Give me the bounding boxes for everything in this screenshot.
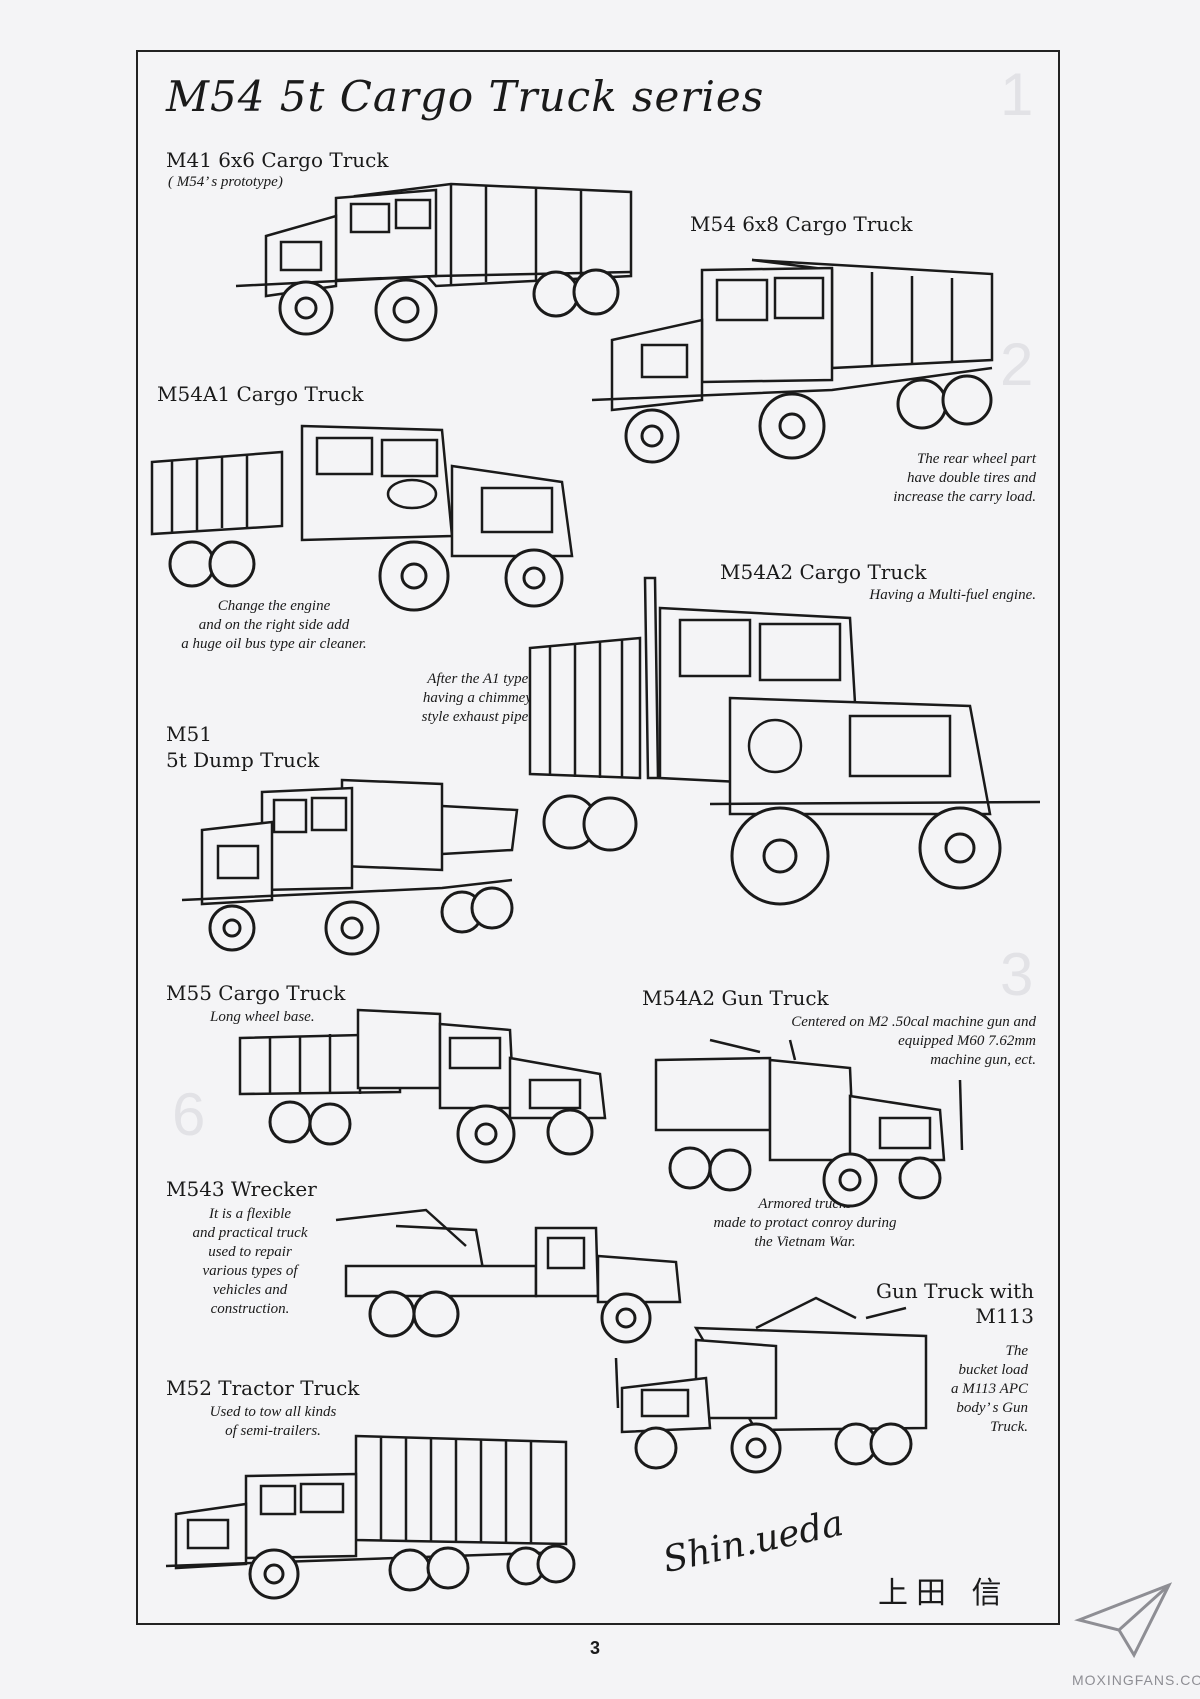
ghost-number-3: 3	[1000, 941, 1034, 1008]
page-title: M54 5t Cargo Truck series	[166, 72, 765, 121]
ghost-number-2: 2	[1000, 331, 1034, 398]
m54a2-heading: M54A2 Cargo Truck	[720, 560, 927, 584]
m55-truck-illustration	[238, 1008, 607, 1164]
artist-signature-kanji: 上田 信	[878, 1576, 1010, 1611]
gun-m113-heading-line2: M113	[975, 1304, 1034, 1328]
m41-subtitle: ( M54’ s prototype)	[168, 174, 283, 190]
gun-m113-heading-line1: Gun Truck with	[876, 1279, 1034, 1303]
m543-wrecker-illustration	[335, 1208, 682, 1344]
watermark-text: MOXINGFANS.COM	[1072, 1672, 1200, 1688]
m54a2-gun-truck-illustration	[654, 1038, 964, 1208]
m51-truck-illustration	[181, 778, 519, 956]
paper-plane-icon	[1074, 1582, 1173, 1659]
m54a1-heading: M54A1 Cargo Truck	[157, 382, 364, 406]
m54a2-subtitle: Having a Multi-fuel engine.	[869, 587, 1036, 603]
page-number: 3	[590, 1638, 601, 1658]
m55-heading: M55 Cargo Truck	[166, 981, 346, 1005]
m54-truck-illustration	[591, 258, 994, 464]
page-frame	[136, 50, 1060, 1625]
m54a2-truck-illustration	[528, 576, 1041, 906]
ghost-number-6: 6	[172, 1081, 206, 1148]
m54-heading: M54 6x8 Cargo Truck	[690, 212, 913, 236]
m51-heading-line1: M51	[166, 722, 212, 746]
m54a1-truck-illustration	[150, 424, 574, 612]
gun-m113-truck-illustration	[614, 1296, 928, 1474]
m52-heading: M52 Tractor Truck	[166, 1376, 360, 1400]
m54a2-gun-heading: M54A2 Gun Truck	[642, 986, 829, 1010]
m41-truck-illustration	[235, 182, 633, 342]
ghost-number-1: 1	[1000, 61, 1034, 128]
m543-heading: M543 Wrecker	[166, 1177, 317, 1201]
m41-heading: M41 6x6 Cargo Truck	[166, 148, 389, 172]
m51-heading-line2: 5t Dump Truck	[166, 748, 320, 772]
m55-subtitle: Long wheel base.	[210, 1009, 315, 1025]
m52-tractor-illustration	[165, 1434, 576, 1600]
